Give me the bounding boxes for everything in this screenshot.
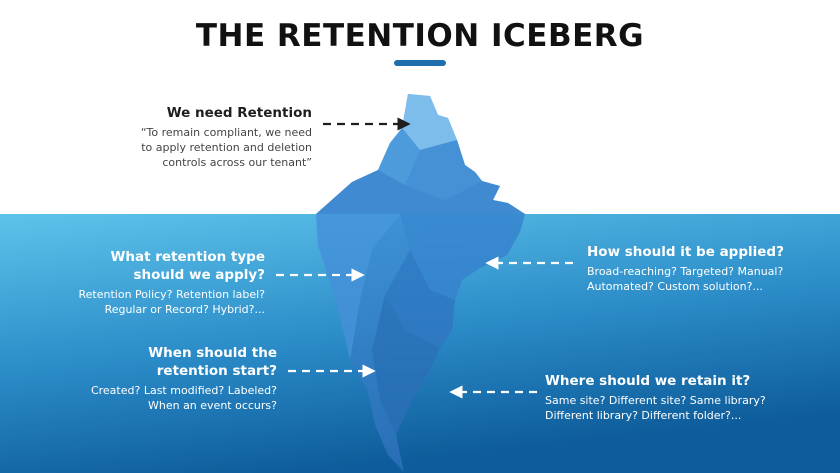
retention-start-heading-line-1: When should the xyxy=(148,345,277,361)
retention-type-line-1: Retention Policy? Retention label? xyxy=(78,288,266,301)
retention-type-heading: What retention type should we apply? xyxy=(79,248,265,284)
retention-type-heading-line-2: should we apply? xyxy=(133,267,265,283)
where-retain-options: Same site? Different site? Same library?… xyxy=(545,393,766,423)
where-retain-heading: Where should we retain it? xyxy=(545,373,751,389)
where-retain-line-1: Same site? Different site? Same library? xyxy=(545,394,766,407)
retention-type-block: What retention type should we apply? Ret… xyxy=(79,248,266,317)
where-retain-line-2: Different library? Different folder?... xyxy=(545,409,742,422)
where-retain-block: Where should we retain it? Same site? Di… xyxy=(545,372,766,423)
need-retention-line-3: controls across our tenant” xyxy=(162,156,312,169)
retention-type-options: Retention Policy? Retention label? Regul… xyxy=(79,287,266,317)
retention-type-heading-line-1: What retention type xyxy=(110,249,265,265)
need-retention-line-1: “To remain compliant, we need xyxy=(140,126,312,139)
how-applied-options: Broad-reaching? Targeted? Manual? Automa… xyxy=(587,264,784,294)
retention-start-line-1: Created? Last modified? Labeled? xyxy=(90,384,277,397)
retention-start-line-2: When an event occurs? xyxy=(147,399,277,412)
need-retention-line-2: to apply retention and deletion xyxy=(141,141,312,154)
page-title: THE RETENTION ICEBERG xyxy=(195,18,645,54)
need-retention-block: We need Retention “To remain compliant, … xyxy=(141,104,312,170)
need-retention-heading: We need Retention xyxy=(166,105,312,121)
retention-start-options: Created? Last modified? Labeled? When an… xyxy=(91,383,277,413)
how-applied-line-1: Broad-reaching? Targeted? Manual? xyxy=(587,265,784,278)
how-applied-heading: How should it be applied? xyxy=(587,244,784,260)
retention-start-block: When should the retention start? Created… xyxy=(91,344,277,413)
how-applied-line-2: Automated? Custom solution?... xyxy=(587,280,763,293)
retention-start-heading: When should the retention start? xyxy=(91,344,277,380)
iceberg-underwater xyxy=(316,214,525,472)
how-applied-block: How should it be applied? Broad-reaching… xyxy=(587,243,784,294)
retention-start-heading-line-2: retention start? xyxy=(156,363,277,379)
iceberg-tip xyxy=(316,94,525,214)
title-underline xyxy=(394,60,446,66)
need-retention-quote: “To remain compliant, we need to apply r… xyxy=(141,125,312,170)
retention-type-line-2: Regular or Record? Hybrid?... xyxy=(104,303,265,316)
